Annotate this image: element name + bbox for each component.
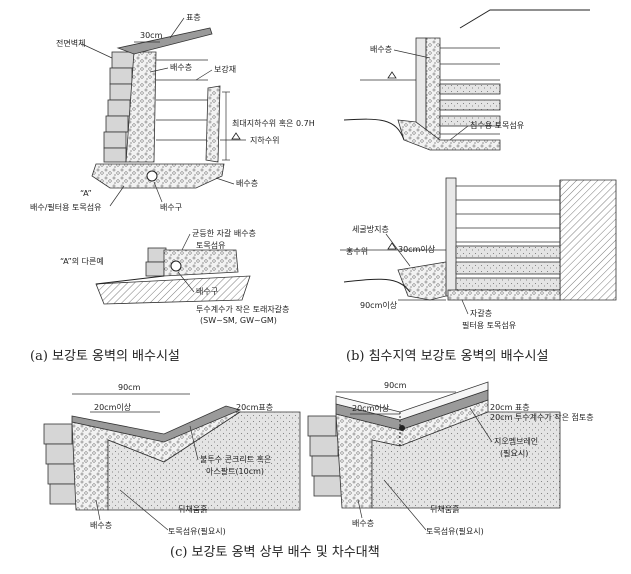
- dim-90-min: 90cm이상: [360, 300, 398, 310]
- label-b-filter-geotextile: 필터용 토목섬유: [462, 320, 516, 330]
- facing-block: [107, 99, 131, 117]
- drain-layer: [125, 51, 157, 163]
- facing-block: [105, 115, 129, 133]
- label-b-drain-layer: 배수층: [370, 45, 392, 54]
- facing-block: [111, 51, 135, 69]
- label-geotextile: 토목섬유: [196, 240, 225, 250]
- panel-c-right: 90cm 20cm이상 20cm 표층 20cm 투수계수가 작은 점토층 지오…: [307, 381, 594, 536]
- label-height: 최대지하수위 혹은 0.7H: [232, 118, 315, 128]
- label-flood-level: 홍수위: [346, 246, 368, 256]
- panel-c-left: 90cm 20cm이상 20cm표층 불투수 콘크리트 혹은 아스팔트(10cm…: [43, 383, 301, 536]
- c-right-dim-20-surface: 20cm 표층: [490, 403, 530, 412]
- label-scour-geotextile: 침수용 토목섬유: [470, 120, 524, 130]
- panel-b-top: 배수층 침수용 토목섬유: [343, 9, 590, 151]
- label-a-alt: “A”의 다른예: [60, 256, 104, 266]
- c-right-clay: 20cm 투수계수가 작은 점토층: [490, 412, 594, 422]
- label-drain-layer-2: 배수층: [236, 179, 258, 188]
- facing-block: [103, 147, 127, 163]
- facing-block: [109, 83, 133, 101]
- dim-30-min: 30cm이상: [398, 244, 436, 254]
- label-filter-geotextile: 배수/필터용 토목섬유: [30, 202, 101, 212]
- caption-a: (a) 보강토 옹벽의 배수시설: [30, 349, 180, 364]
- facing-block: [103, 131, 127, 149]
- label-drain-layer: 배수층: [170, 63, 192, 72]
- c-right-perforated: 지오멤브레인: [494, 436, 538, 446]
- panel-a-main: 30cm 전면벽체 표층 배수층 보강재 최대지하수위 혹은 0.7H 지하수위…: [30, 13, 315, 212]
- label-drain-pipe-detail: 배수구: [196, 287, 218, 296]
- panel-b-bottom: 세굴방지층 홍수위 30cm이상 90cm이상 자갈층 필터용 토목섬유: [340, 177, 617, 330]
- caption-b: (b) 침수지역 보강토 옹벽의 배수시설: [346, 349, 548, 364]
- label-facing: 전면벽체: [56, 38, 85, 48]
- c-right-geotextile: 토목섬유(필요시): [426, 526, 484, 536]
- c-right-backfill: 뒤채움흙: [430, 504, 459, 514]
- c-left-drain-layer: 배수층: [90, 521, 112, 530]
- c-left-geotextile: 토목섬유(필요시): [168, 526, 226, 536]
- label-gravel: 자갈층: [470, 309, 492, 318]
- label-a: “A”: [80, 189, 92, 198]
- label-low-perm-1: 투수계수가 작은 토래자갈층: [196, 304, 289, 314]
- label-reinforcement: 보강재: [214, 64, 236, 74]
- c-left-backfill: 뒤채움흙: [178, 504, 207, 514]
- low-perm-layer: [95, 275, 251, 305]
- label-groundwater: 지하수위: [250, 135, 279, 145]
- caption-c: (c) 보강토 옹벽 상부 배수 및 차수대책: [170, 545, 380, 560]
- c-left-dim-20-min: 20cm이상: [94, 402, 132, 412]
- label-low-perm-2: (SW~SM, GW~GM): [200, 316, 277, 325]
- base-drain: [91, 163, 225, 189]
- label-scour-protection: 세굴방지층: [352, 224, 389, 234]
- c-right-perforated-note: (필요시): [500, 448, 528, 458]
- uniform-gravel: [163, 249, 239, 277]
- c-right-dim-90: 90cm: [384, 381, 407, 390]
- label-drain-pipe: 배수구: [160, 203, 182, 212]
- water-level-icon: [231, 132, 241, 140]
- surface-layer: [116, 27, 213, 55]
- drain-pipe-icon: [170, 260, 182, 272]
- c-right-dim-20-min: 20cm이상: [352, 403, 390, 413]
- c-left-dim-90: 90cm: [118, 383, 141, 392]
- label-surface: 표층: [186, 13, 201, 22]
- c-left-dim-20-surface: 20cm표층: [236, 403, 273, 412]
- panel-a-detail: 균등한 자갈 배수층 토목섬유 “A”의 다른예 배수구 투수계수가 작은 토래…: [60, 229, 289, 325]
- c-left-impermeable: 불투수 콘크리트 혹은: [200, 454, 271, 464]
- dim-30cm: 30cm: [140, 31, 163, 40]
- facing-block: [109, 67, 133, 85]
- drain-pipe-icon: [146, 170, 158, 182]
- c-left-asphalt: 아스팔트(10cm): [206, 466, 264, 476]
- label-uniform-gravel: 균등한 자갈 배수층: [192, 229, 256, 238]
- c-right-drain-layer: 배수층: [352, 519, 374, 528]
- drain-pipe-icon: [399, 425, 405, 431]
- back-drain: [205, 85, 221, 163]
